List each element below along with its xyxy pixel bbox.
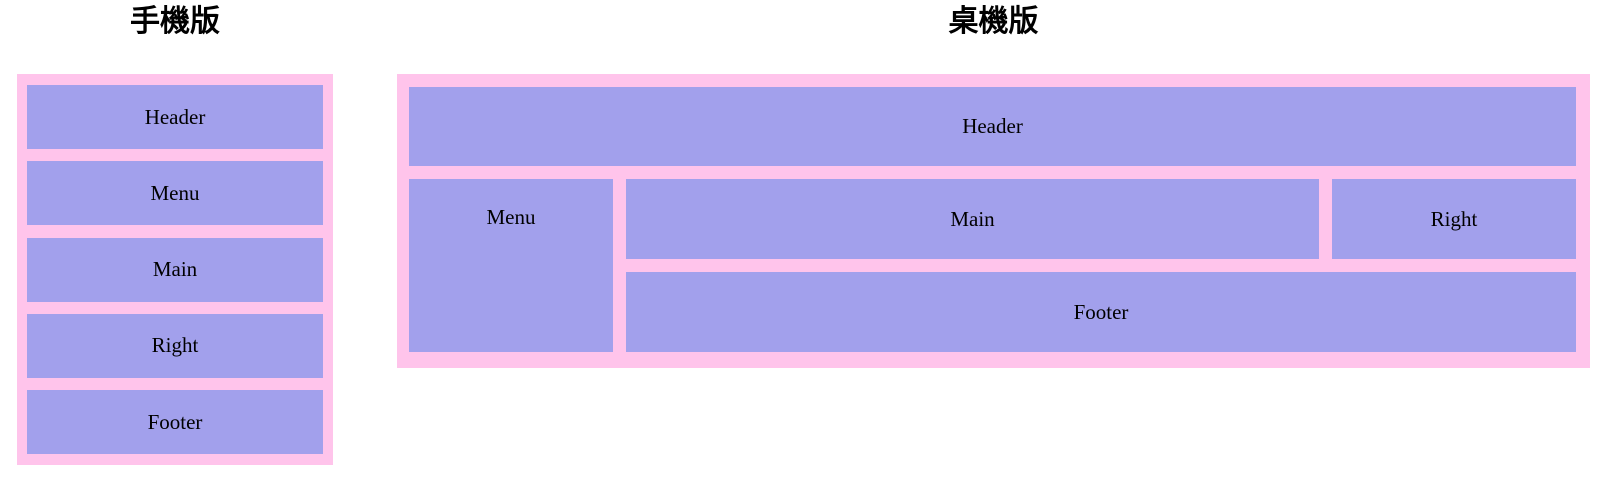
mobile-section-right: Right	[27, 313, 323, 378]
mobile-layout-container: Header Menu Main Right Footer	[17, 74, 333, 465]
mobile-section-main: Main	[27, 237, 323, 302]
desktop-layout-title: 桌機版	[948, 5, 1039, 38]
desktop-section-menu: Menu	[409, 179, 613, 352]
desktop-layout-container: Header Menu Main Right Footer	[397, 74, 1590, 368]
desktop-section-right: Right	[1332, 179, 1576, 259]
mobile-section-footer: Footer	[27, 390, 323, 454]
desktop-section-footer: Footer	[626, 272, 1576, 352]
mobile-section-header: Header	[27, 85, 323, 149]
mobile-layout-title: 手機版	[130, 5, 220, 38]
mobile-section-menu: Menu	[27, 161, 323, 226]
desktop-section-header: Header	[409, 87, 1576, 166]
desktop-section-main: Main	[626, 179, 1319, 259]
